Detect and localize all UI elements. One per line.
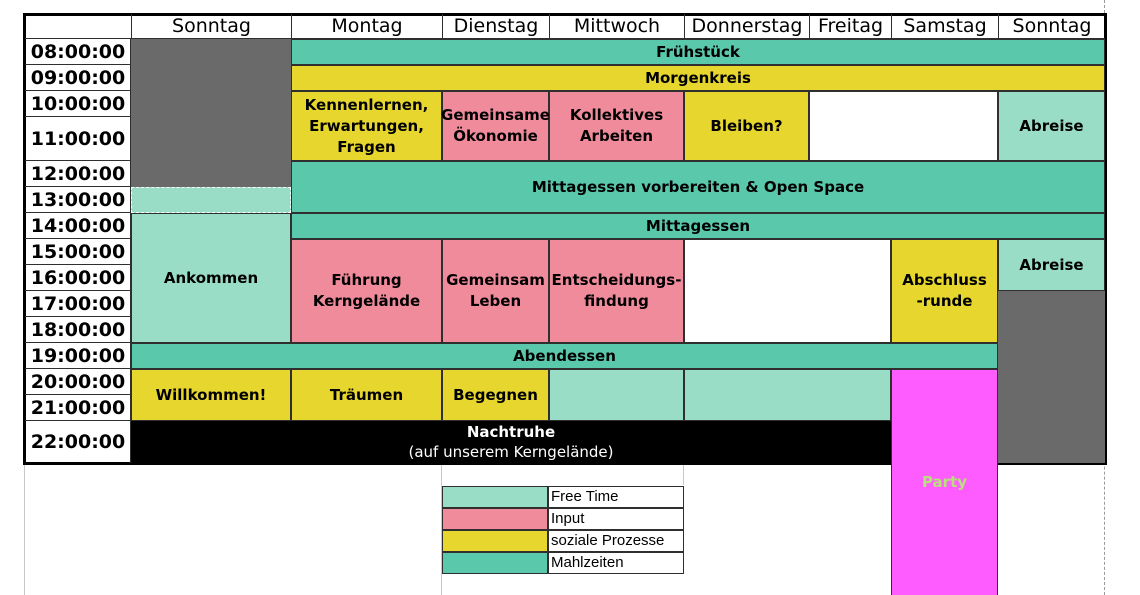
event-label: Entscheidungs- findung [551, 271, 682, 310]
event-label: Gemeinsame Ökonomie [441, 106, 550, 145]
event-label: Träumen [329, 385, 404, 404]
event-abreise-afternoon[interactable]: Abreise [998, 239, 1105, 291]
free-time-cell [131, 187, 291, 213]
event-party[interactable]: Party [891, 369, 998, 595]
event-morgenkreis[interactable]: Morgenkreis [291, 65, 1105, 91]
event-label: Willkommen! [155, 385, 267, 404]
legend-label-input: Input [548, 508, 684, 530]
day-header-sonntag: Sonntag [131, 14, 291, 38]
event-abschlussrunde[interactable]: Abschluss -runde [891, 239, 998, 343]
event-label: Abreise [1019, 255, 1084, 274]
time-label: 08:00:00 [25, 39, 131, 65]
event-traeumen[interactable]: Träumen [291, 369, 442, 421]
event-bleiben[interactable]: Bleiben? [684, 91, 809, 161]
time-label: 16:00:00 [25, 265, 131, 291]
event-entscheidungsfindung[interactable]: Entscheidungs- findung [549, 239, 684, 343]
time-column [25, 39, 131, 463]
event-begegnen[interactable]: Begegnen [442, 369, 549, 421]
event-label: Mittagessen [645, 216, 751, 235]
event-fruehstueck[interactable]: Frühstück [291, 39, 1105, 65]
time-label: 22:00:00 [30, 431, 126, 453]
time-label: 12:00:00 [25, 161, 131, 187]
day-header-samstag: Samstag [891, 14, 998, 38]
grid-line [441, 465, 442, 595]
legend-label-mahlzeiten: Mahlzeiten [548, 552, 684, 574]
event-gemeinsame-oekonomie[interactable]: Gemeinsame Ökonomie [441, 91, 550, 161]
free-time-cell [549, 369, 684, 421]
event-label: Gemeinsam Leben [446, 271, 545, 310]
time-label: 09:00:00 [25, 65, 131, 91]
nachtruhe-title: Nachtruhe [466, 423, 556, 441]
time-label: 19:00:00 [25, 343, 131, 369]
event-gemeinsam-leben[interactable]: Gemeinsam Leben [442, 239, 549, 343]
day-header-sonntag-2: Sonntag [998, 14, 1105, 38]
event-mittagessen[interactable]: Mittagessen [291, 213, 1105, 239]
event-label: Abschluss -runde [902, 271, 987, 310]
event-abreise-morning[interactable]: Abreise [998, 91, 1105, 161]
time-label: 20:00:00 [25, 369, 131, 395]
event-label: Abendessen [513, 346, 616, 365]
grid-line [24, 465, 25, 595]
time-label: 11:00:00 [25, 117, 131, 161]
legend-label-soziale-prozesse: soziale Prozesse [548, 530, 684, 552]
event-nachtruhe[interactable]: Nachtruhe (auf unserem Kerngelände) [131, 421, 891, 463]
legend-label-free-time: Free Time [548, 486, 684, 508]
event-label: Frühstück [656, 42, 740, 61]
event-mittagessen-vorbereiten[interactable]: Mittagessen vorbereiten & Open Space [291, 161, 1105, 213]
event-willkommen[interactable]: Willkommen! [131, 369, 291, 421]
event-label: Kennenlernen, Erwartungen, Fragen [304, 95, 429, 156]
day-header-donnerstag: Donnerstag [684, 14, 809, 38]
header-row [25, 14, 1105, 39]
legend-swatch-mahlzeiten [442, 552, 548, 574]
legend-swatch-free-time [442, 486, 548, 508]
event-label: Mittagessen vorbereiten & Open Space [531, 177, 865, 196]
blocked-cell [131, 39, 291, 187]
empty-cell [684, 239, 891, 343]
time-label: 13:00:00 [25, 187, 131, 213]
event-label: Ankommen [163, 268, 259, 287]
event-label: Morgenkreis [645, 68, 751, 87]
event-label: Kollektives Arbeiten [569, 106, 664, 145]
day-header-dienstag: Dienstag [442, 14, 549, 38]
blocked-cell [998, 291, 1105, 463]
time-label: 10:00:00 [25, 91, 131, 117]
event-label: Führung Kerngelände [312, 271, 421, 310]
time-label: 14:00:00 [25, 213, 131, 239]
event-label: Party [921, 473, 968, 491]
event-ankommen[interactable]: Ankommen [131, 213, 291, 343]
day-header-freitag: Freitag [809, 14, 891, 38]
event-fuehrung-kerngelaende[interactable]: Führung Kerngelände [291, 239, 442, 343]
event-kollektives-arbeiten[interactable]: Kollektives Arbeiten [549, 91, 684, 161]
event-abendessen[interactable]: Abendessen [131, 343, 998, 369]
empty-cell [809, 91, 998, 161]
event-label: Begegnen [453, 385, 538, 404]
time-label: 21:00:00 [25, 395, 131, 421]
nachtruhe-subtitle: (auf unserem Kerngelände) [408, 443, 614, 461]
event-kennenlernen[interactable]: Kennenlernen, Erwartungen, Fragen [291, 91, 442, 161]
grid-line [683, 465, 684, 485]
day-header-montag: Montag [291, 14, 442, 38]
free-time-cell [684, 369, 891, 421]
time-label: 15:00:00 [25, 239, 131, 265]
event-label: Abreise [1019, 116, 1084, 135]
time-label: 17:00:00 [25, 291, 131, 317]
day-header-mittwoch: Mittwoch [549, 14, 684, 38]
schedule-table [23, 13, 1107, 465]
event-label: Bleiben? [710, 116, 783, 135]
legend-swatch-input [442, 508, 548, 530]
time-label: 18:00:00 [25, 317, 131, 343]
legend-swatch-soziale-prozesse [442, 530, 548, 552]
